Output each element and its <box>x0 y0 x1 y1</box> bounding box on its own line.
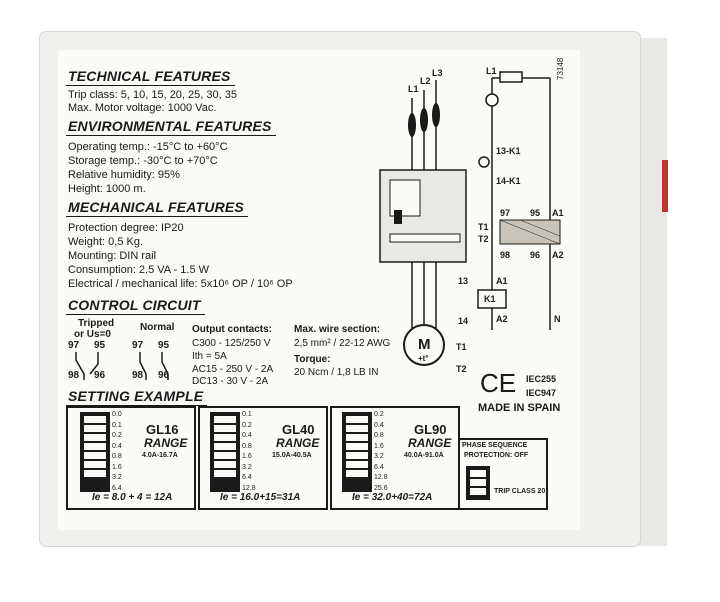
dip-switch-gl16 <box>80 412 110 492</box>
diagram-l3: L3 <box>432 68 443 78</box>
formula-gl16: Ie = 8.0 + 4 = 12A <box>92 492 173 503</box>
dip-switch-trip <box>466 466 490 500</box>
environmental-heading: ENVIRONMENTAL FEATURES <box>66 118 276 136</box>
range-span-gl90: 40.0A-91.0A <box>404 452 444 459</box>
tripped-label: Tripped <box>78 318 115 329</box>
diagram-k1: K1 <box>484 294 496 304</box>
life-text: Electrical / mechanical life: 5x10⁶ OP /… <box>68 278 293 290</box>
ce-mark: CE <box>480 368 517 398</box>
motor-t1: T1 <box>456 342 467 352</box>
dip-switch-gl40 <box>210 412 240 492</box>
tripped-us-label: or Us=0 <box>74 329 111 340</box>
diagram-95: 95 <box>530 208 541 218</box>
range-span-gl40: 15.0A-40.5A <box>272 452 312 459</box>
output-2: Ith = 5A <box>192 351 227 362</box>
wire-value: 2,5 mm² / 22-12 AWG <box>294 338 391 349</box>
diagram-l2: L2 <box>420 76 431 86</box>
diagram-96: 96 <box>530 250 541 260</box>
diagram-l1: L1 <box>408 84 419 94</box>
contact-normal: 97 95 98 96 <box>132 340 170 381</box>
control-heading: CONTROL CIRCUIT <box>66 297 205 315</box>
storage-temp-text: Storage temp.: -30°C to +70°C <box>68 155 218 167</box>
formula-gl90: Ie = 32.0+40=72A <box>352 492 433 503</box>
diagram-a2b: A2 <box>496 314 508 324</box>
contact-tripped: 97 95 98 96 <box>68 340 106 381</box>
diagram-n: N <box>554 314 561 324</box>
height-text: Height: 1000 m. <box>68 183 146 195</box>
range-label-gl90: RANGE <box>408 436 452 450</box>
diagram-a1b: A1 <box>496 276 508 286</box>
mechanical-heading: MECHANICAL FEATURES <box>66 199 248 217</box>
trip-class-text: Trip class: 5, 10, 15, 20, 25, 30, 35 <box>68 89 237 101</box>
dip-switch-gl90 <box>342 412 372 492</box>
range-name-gl16: GL16 <box>146 422 179 437</box>
range-label-gl40: RANGE <box>276 436 320 450</box>
phase-protection-label: PROTECTION: OFF <box>464 452 529 459</box>
iec255-label: IEC255 <box>526 374 557 384</box>
diagram-t1: T1 <box>478 222 489 232</box>
setting-heading: SETTING EXAMPLE <box>65 388 208 406</box>
technical-heading: TECHNICAL FEATURES <box>66 68 235 86</box>
diagram-13: 13 <box>458 276 469 286</box>
output-3: AC15 - 250 V - 2A <box>192 364 274 375</box>
motor-sub-label: +t° <box>418 354 429 363</box>
mounting-text: Mounting: DIN rail <box>68 250 157 262</box>
consumption-text: Consumption: 2.5 VA - 1.5 W <box>68 264 210 276</box>
diagram-13-k1: 13-K1 <box>496 146 521 156</box>
torque-value: 20 Ncm / 1,8 LB IN <box>294 367 379 378</box>
torque-title: Torque: <box>294 354 331 365</box>
serial-number: 73148 <box>556 57 565 80</box>
range-name-gl90: GL90 <box>414 422 447 437</box>
humidity-text: Relative humidity: 95% <box>68 169 180 181</box>
diagram-14-k1: 14-K1 <box>496 176 521 186</box>
diagram-98: 98 <box>500 250 511 260</box>
max-voltage-text: Max. Motor voltage: 1000 Vac. <box>68 102 217 114</box>
motor-t2: T2 <box>456 364 467 374</box>
wire-title: Max. wire section: <box>294 324 381 335</box>
phase-seq-label: PHASE SEQUENCE <box>462 442 528 449</box>
trip-class-label: TRIP CLASS 20 <box>494 488 546 495</box>
formula-gl40: Ie = 16.0+15=31A <box>220 492 301 503</box>
motor-label: M <box>418 336 431 353</box>
range-span-gl16: 4.0A-16.7A <box>142 452 178 459</box>
diagram-a1: A1 <box>552 208 564 218</box>
origin-label: MADE IN SPAIN <box>478 402 561 414</box>
output-title: Output contacts: <box>192 324 272 335</box>
range-label-gl16: RANGE <box>144 436 188 450</box>
diagram-t2: T2 <box>478 234 489 244</box>
diagram-control-l1: L1 <box>486 66 497 76</box>
operating-temp-text: Operating temp.: -15°C to +60°C <box>68 141 228 153</box>
weight-text: Weight: 0,5 Kg. <box>68 236 144 248</box>
wiring-diagram <box>379 71 561 366</box>
iec947-label: IEC947 <box>526 388 557 398</box>
normal-label: Normal <box>140 322 175 333</box>
device-red-strip <box>662 160 668 212</box>
diagram-97: 97 <box>500 208 511 218</box>
diagram-14: 14 <box>458 316 469 326</box>
output-1: C300 - 125/250 V <box>192 338 271 349</box>
protection-text: Protection degree: IP20 <box>68 222 184 234</box>
range-name-gl40: GL40 <box>282 422 315 437</box>
output-4: DC13 - 30 V - 2A <box>192 376 269 387</box>
diagram-a2: A2 <box>552 250 564 260</box>
